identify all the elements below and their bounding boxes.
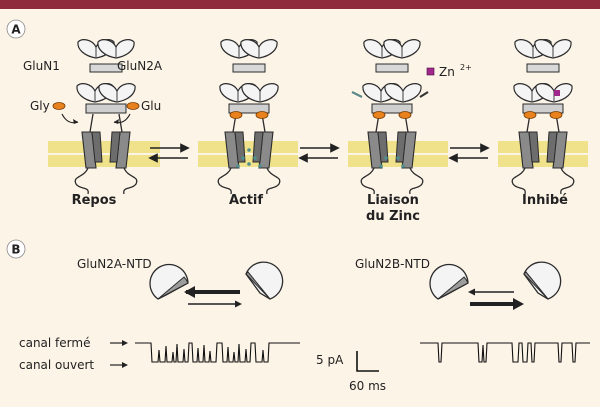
label-glu: Glu <box>141 99 161 113</box>
label-open-channel: canal ouvert <box>19 358 94 372</box>
svg-text:B: B <box>11 243 20 257</box>
glun2b-ntd-closed <box>523 261 562 300</box>
label-zinc: Zn <box>439 65 455 79</box>
label-glun1: GluN1 <box>23 59 60 73</box>
glun2a-ntd-open <box>149 263 189 300</box>
scale-time-label: 60 ms <box>349 379 386 393</box>
top-banner <box>0 0 600 9</box>
glutamate-ligand <box>126 102 140 110</box>
receptor-active <box>218 40 280 194</box>
glun2b-channel-trace <box>420 342 590 363</box>
bound-glutamate <box>255 111 269 119</box>
equilibrium-arrow-2 <box>298 143 340 163</box>
bound-glycine <box>229 111 243 119</box>
scale-bar <box>356 351 379 372</box>
state-label-active: Actif <box>229 193 263 208</box>
label-gly: Gly <box>30 99 50 113</box>
title-glun2b-ntd: GluN2B-NTD <box>355 257 430 271</box>
closed-arrow <box>110 340 128 346</box>
label-glun2a: GluN2A <box>117 59 163 73</box>
panel-a-letter: A <box>6 19 26 39</box>
ion-flow-reduced <box>379 156 405 168</box>
state-label-inhibited: Inhibé <box>522 193 568 208</box>
bound-zinc <box>554 90 560 96</box>
state-label-rest: Repos <box>72 193 117 208</box>
label-zinc-charge: 2+ <box>460 63 472 72</box>
state-label-zinc-line2: du Zinc <box>366 209 420 224</box>
ion-flow <box>236 148 262 168</box>
equilibrium-arrow-3 <box>448 143 490 163</box>
state-label-zinc-line1: Liaison <box>367 193 419 208</box>
panel-b-letter: B <box>6 239 26 259</box>
zinc-ion <box>426 67 435 76</box>
glycine-ligand <box>52 102 66 110</box>
svg-text:A: A <box>11 23 21 37</box>
glun2a-ntd-closed <box>245 261 284 300</box>
glun2a-channel-trace <box>135 342 300 363</box>
glun2b-equilibrium-arrows <box>468 288 524 310</box>
scale-current-label: 5 pA <box>316 353 344 367</box>
right-zinc-pointer <box>419 91 429 98</box>
left-zinc-pointer <box>351 91 363 98</box>
receptor-zinc-bound <box>361 40 423 194</box>
label-closed-channel: canal fermé <box>19 336 90 350</box>
glun2a-equilibrium-arrows <box>184 286 242 308</box>
equilibrium-arrow-1 <box>148 143 190 163</box>
glun2b-ntd-open <box>429 263 469 300</box>
open-arrow <box>110 362 128 368</box>
receptor-inhibited <box>512 40 574 194</box>
title-glun2a-ntd: GluN2A-NTD <box>77 257 152 271</box>
